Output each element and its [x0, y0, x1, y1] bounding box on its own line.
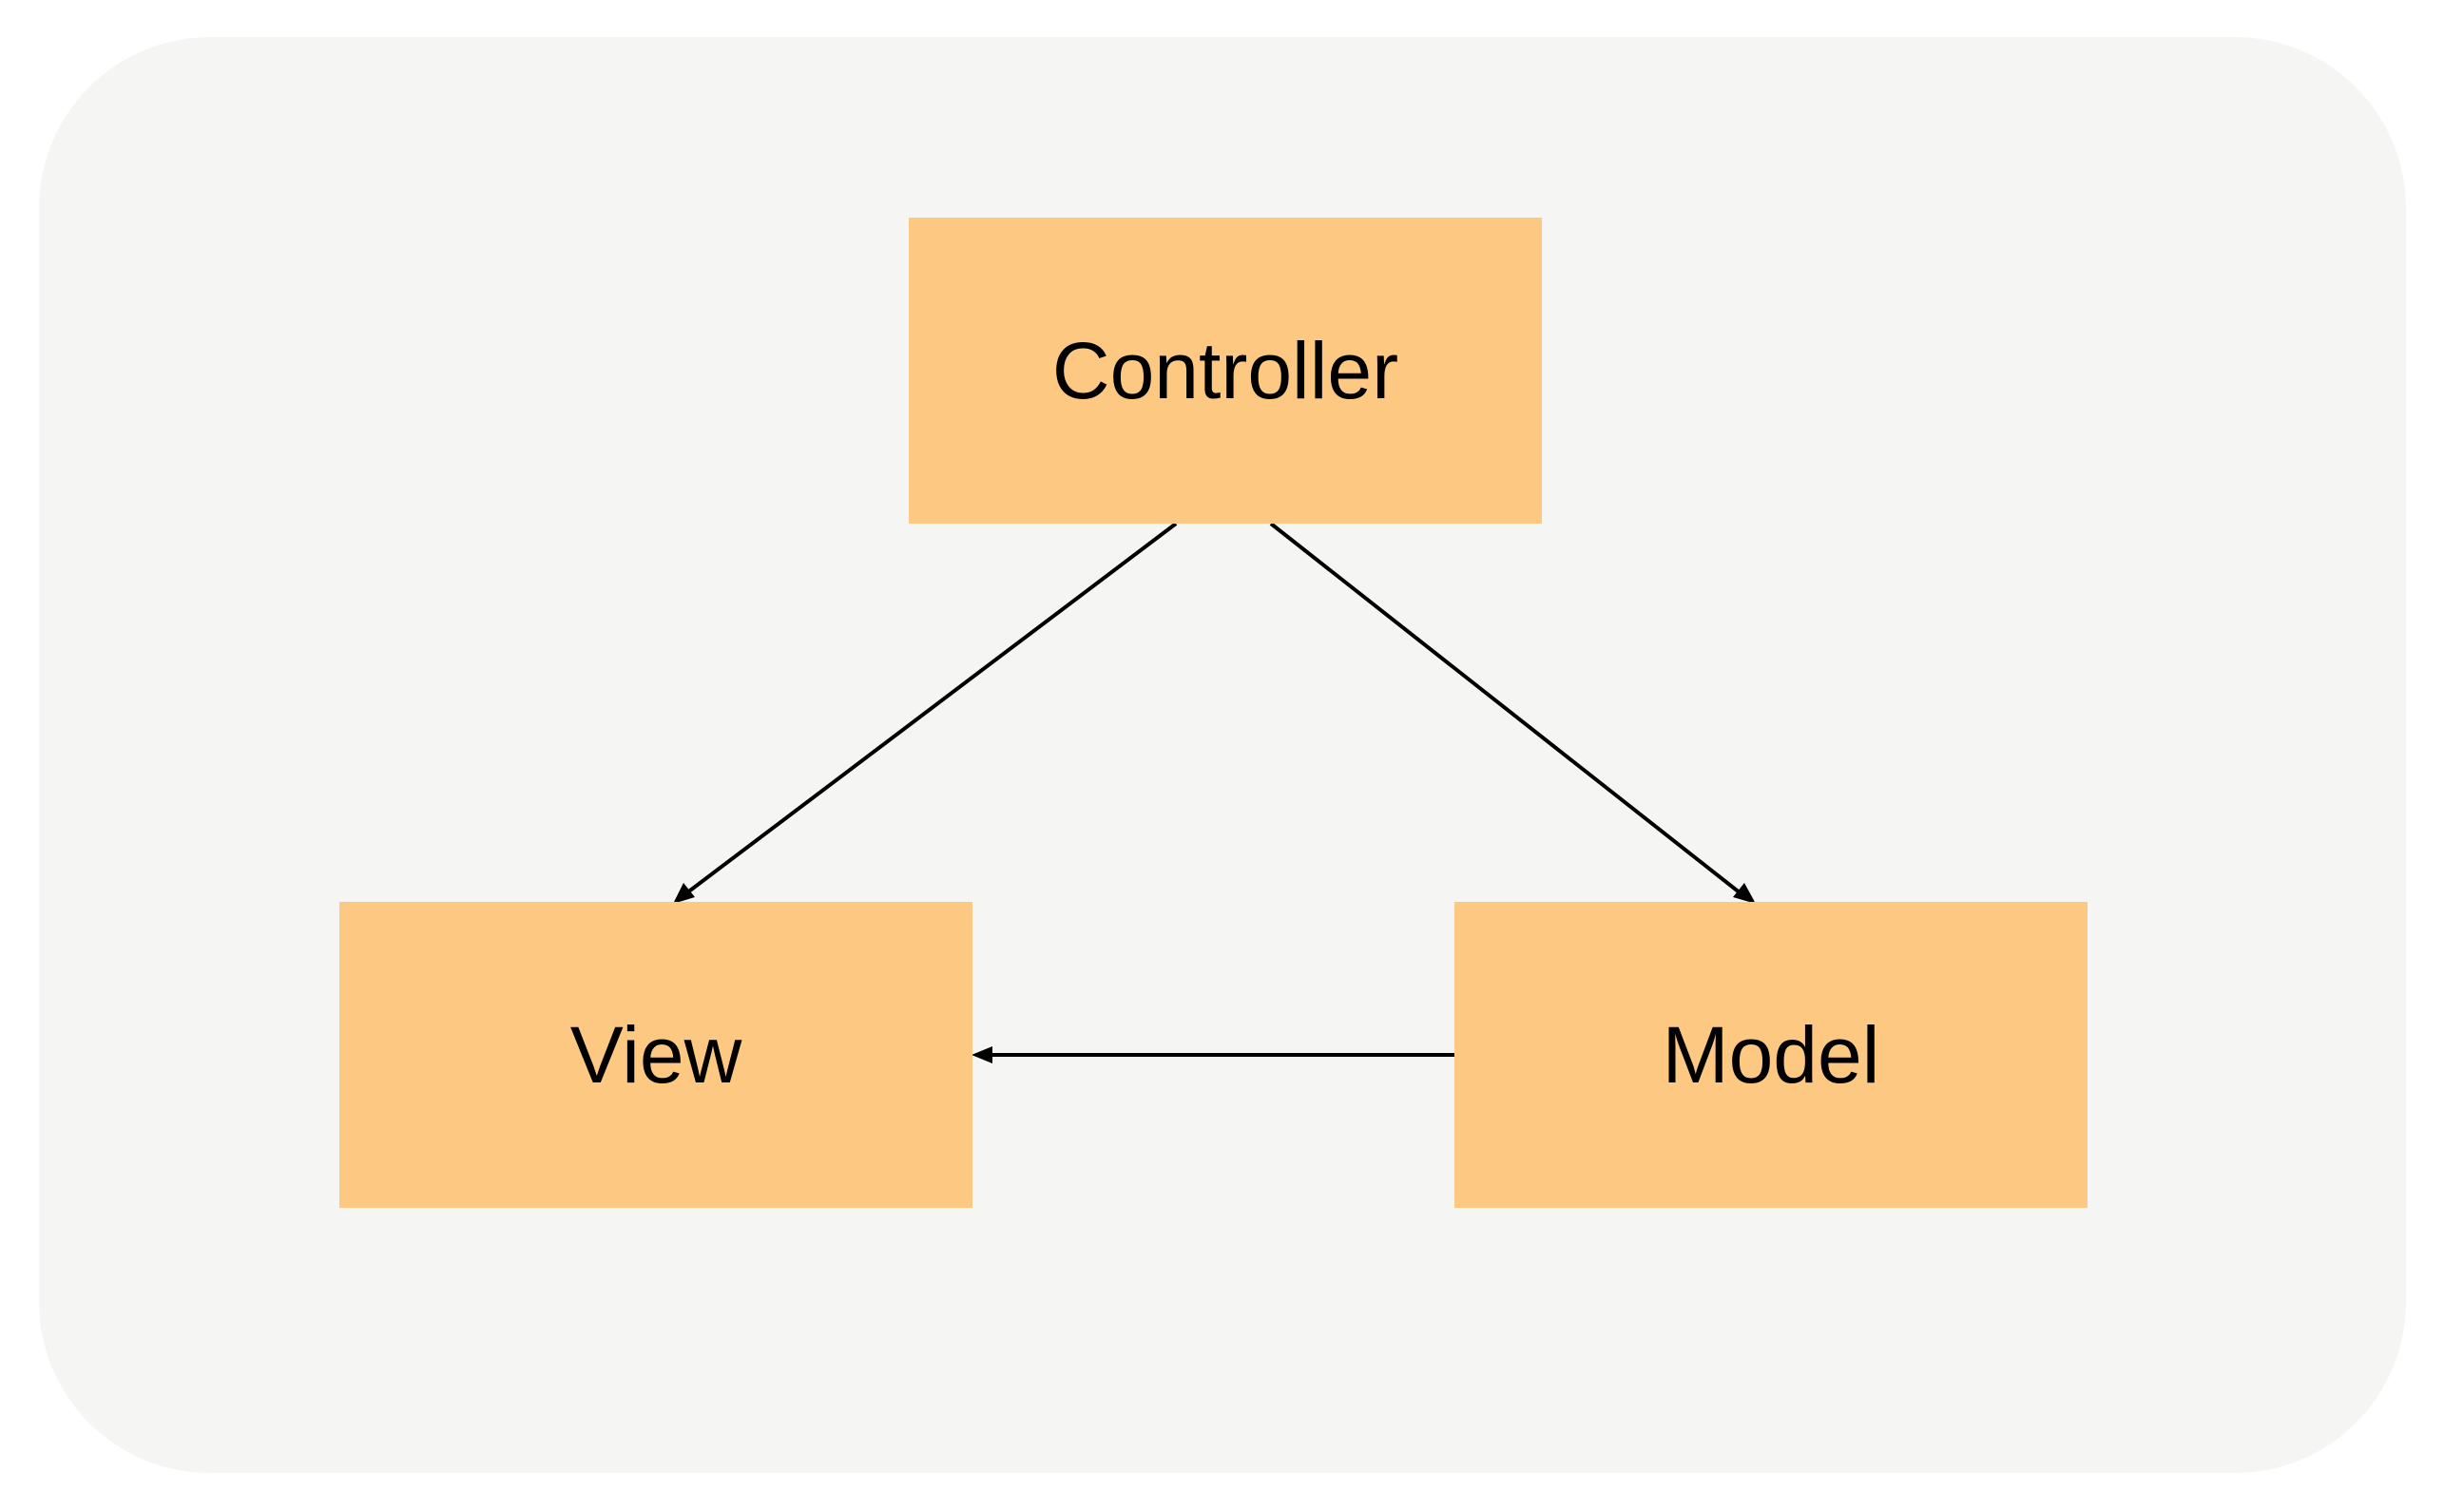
arrowhead-icon [673, 883, 695, 904]
node-label-model: Model [1662, 1010, 1880, 1100]
arrowhead-icon [1733, 883, 1756, 904]
node-label-controller: Controller [1051, 326, 1399, 415]
arrowhead-icon [972, 1046, 992, 1063]
node-controller: Controller [909, 218, 1542, 524]
edge-controller-to-view [673, 522, 1178, 904]
node-model: Model [1454, 902, 2088, 1208]
edge-model-to-view [972, 1046, 1454, 1063]
edge-controller-to-model [1269, 522, 1756, 904]
node-label-view: View [569, 1010, 742, 1100]
node-view: View [339, 902, 972, 1208]
